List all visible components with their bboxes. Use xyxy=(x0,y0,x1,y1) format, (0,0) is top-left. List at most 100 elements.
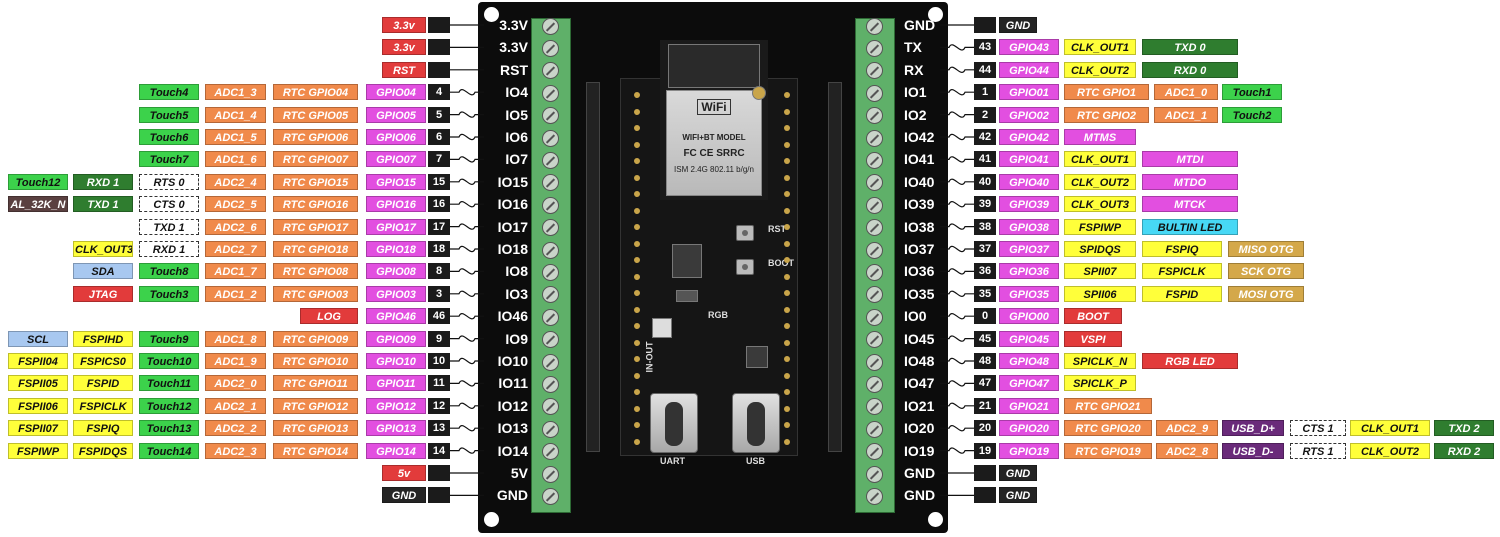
pin-number-blank xyxy=(428,487,450,504)
pin-label: GPIO40 xyxy=(999,173,1059,190)
boot-button[interactable] xyxy=(736,259,754,275)
terminal-screw xyxy=(542,331,559,349)
pin-label: AL_32K_N xyxy=(8,196,68,213)
pin-label: RTC GPIO13 xyxy=(273,420,358,437)
pin-label: GPIO42 xyxy=(999,129,1059,145)
wire xyxy=(940,156,974,163)
pin-name: IO41 xyxy=(904,151,935,168)
terminal-screw xyxy=(542,107,559,125)
pin-number-blank xyxy=(428,61,450,78)
pin-label: CLK_OUT1 xyxy=(1064,151,1136,168)
pin-label: FSPICLK xyxy=(73,397,133,414)
pin-label: RTC GPIO16 xyxy=(273,196,358,213)
pin-number: 46 xyxy=(428,308,450,325)
pin-label: CLK_OUT3 xyxy=(73,241,133,257)
terminal-screw xyxy=(542,174,559,192)
pin-label: Touch12 xyxy=(139,397,199,414)
wire xyxy=(940,245,974,253)
power-label: 3.3v xyxy=(382,39,426,56)
pin-label: MTDO xyxy=(1142,173,1238,190)
pin-label: GPIO05 xyxy=(366,106,426,123)
header-pad xyxy=(634,273,640,280)
pin-label: LOG xyxy=(300,308,358,325)
pin-name: IO21 xyxy=(904,397,935,414)
pin-label: FSPII06 xyxy=(8,397,68,414)
pin-label: ADC1_8 xyxy=(205,330,266,347)
pin-label: GPIO41 xyxy=(999,151,1059,168)
pin-label: MOSI OTG xyxy=(1228,285,1304,302)
pin-name: IO8 xyxy=(505,263,528,280)
pin-label: ADC2_7 xyxy=(205,241,266,257)
pin-label: GPIO14 xyxy=(366,442,426,459)
pin-name: RX xyxy=(904,61,924,78)
terminal-screw xyxy=(542,39,559,57)
pin-label: SCK OTG xyxy=(1228,263,1304,280)
header-pad xyxy=(784,405,790,412)
pin-label: CTS 0 xyxy=(139,196,199,213)
pin-name: GND xyxy=(904,465,936,481)
pin-label: CLK_OUT1 xyxy=(1350,420,1430,437)
pin-number: 11 xyxy=(428,375,450,392)
pin-label: ADC2_5 xyxy=(205,196,266,213)
header-pad xyxy=(634,92,640,98)
module-shield-can: WiFi WIFI+BT MODEL FC CE SRRC ISM 2.4G 8… xyxy=(666,90,762,196)
wire xyxy=(450,268,484,275)
pin-number: 41 xyxy=(974,151,996,168)
pin-label: TXD 1 xyxy=(73,196,133,213)
power-label: 5v xyxy=(382,465,426,481)
pin-label: RTC GPIO21 xyxy=(1064,397,1152,414)
pin-number: 3 xyxy=(428,285,450,302)
usb-c-port-uart[interactable] xyxy=(650,393,698,453)
rst-button[interactable] xyxy=(736,225,754,241)
terminal-screw xyxy=(866,286,883,304)
pin-name: IO13 xyxy=(497,420,528,437)
pin-label: RTC GPIO1 xyxy=(1064,84,1149,101)
pin-label: GPIO44 xyxy=(999,61,1059,78)
pin-label: ADC1_5 xyxy=(205,129,266,145)
terminal-screw xyxy=(866,465,883,483)
header-pad xyxy=(784,438,790,445)
pin-label: Touch12 xyxy=(8,173,68,190)
pin-label: RTC GPIO11 xyxy=(273,375,358,392)
header-pad xyxy=(634,438,640,445)
header-pad xyxy=(634,389,640,395)
header-pad xyxy=(634,207,640,214)
wire xyxy=(450,89,484,96)
pin-label: TXD 0 xyxy=(1142,39,1238,56)
capacitor xyxy=(676,290,698,302)
pin-label: RTC GPIO04 xyxy=(273,84,358,101)
pin-name: IO12 xyxy=(497,397,528,414)
power-label: GND xyxy=(999,17,1037,33)
terminal-screw xyxy=(866,331,883,349)
pin-label: Touch3 xyxy=(139,285,199,302)
wire xyxy=(940,402,974,409)
pin-label: Touch5 xyxy=(139,106,199,123)
pin-label: RTC GPIO2 xyxy=(1064,106,1149,123)
pin-label: RXD 0 xyxy=(1142,61,1238,78)
boot-silk: BOOT xyxy=(768,258,794,268)
pin-number: 6 xyxy=(428,129,450,145)
wire xyxy=(940,111,974,118)
pin-label: FSPIWP xyxy=(8,442,68,459)
pin-label: GPIO03 xyxy=(366,285,426,302)
pin-number: 39 xyxy=(974,196,996,213)
pin-label: RTS 0 xyxy=(139,173,199,190)
header-pad xyxy=(784,257,790,263)
header-pad xyxy=(784,422,790,428)
power-label: GND xyxy=(382,487,426,504)
pin-label: GPIO11 xyxy=(366,375,426,392)
mounting-hole xyxy=(928,512,943,527)
pin-label: GPIO20 xyxy=(999,420,1059,437)
pin-label: FSPICS0 xyxy=(73,353,133,369)
pin-label: TXD 2 xyxy=(1434,420,1494,437)
pin-name: RST xyxy=(500,61,528,78)
pin-label: SPII06 xyxy=(1064,285,1136,302)
header-pad xyxy=(784,191,790,197)
terminal-screw xyxy=(542,62,559,80)
wire xyxy=(940,44,974,51)
pin-label: CTS 1 xyxy=(1290,420,1346,437)
voltage-regulator xyxy=(672,244,702,278)
pin-label: GPIO45 xyxy=(999,330,1059,347)
pin-number: 20 xyxy=(974,420,996,437)
usb-c-port-usb[interactable] xyxy=(732,393,780,453)
